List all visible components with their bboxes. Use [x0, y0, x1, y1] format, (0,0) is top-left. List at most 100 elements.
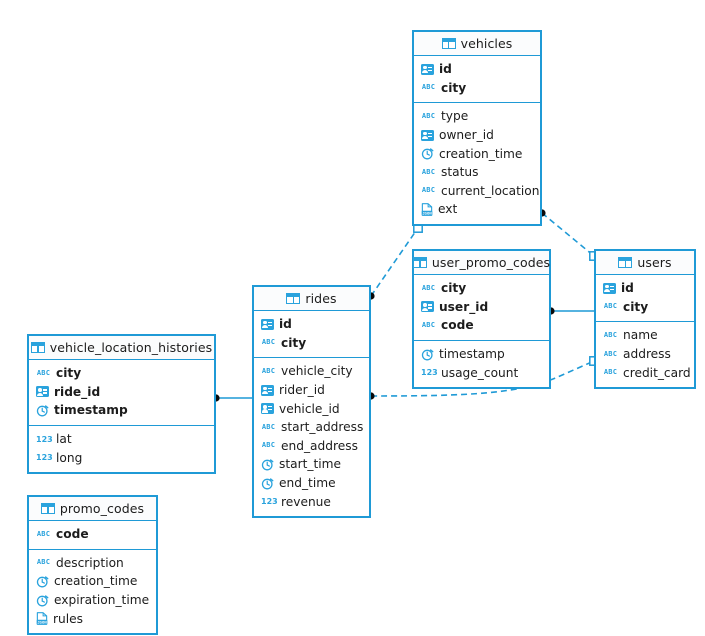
clock-icon [421, 348, 434, 361]
column-name: expiration_time [54, 593, 150, 608]
column-row[interactable]: ABC end_address [254, 437, 369, 456]
column-row[interactable]: ride_id [29, 383, 214, 402]
table-name: vehicles [460, 36, 513, 51]
svg-text:JSON: JSON [422, 211, 432, 216]
column-row[interactable]: user_id [414, 298, 549, 317]
table-grid-icon [618, 257, 633, 268]
table-grid-icon [30, 342, 45, 353]
abc-string-icon: ABC [421, 111, 436, 120]
column-name: current_location [441, 183, 540, 198]
column-name: revenue [281, 494, 331, 509]
abc-string-icon: ABC [603, 330, 618, 339]
column-row[interactable]: end_time [254, 474, 369, 493]
column-name: timestamp [54, 403, 128, 418]
abc-string-icon: ABC [261, 441, 276, 450]
column-row[interactable]: start_time [254, 455, 369, 474]
table-header[interactable]: promo_codes [29, 497, 156, 521]
column-name: user_id [439, 299, 489, 314]
clock-icon [261, 477, 274, 490]
table-header[interactable]: vehicle_location_histories [29, 336, 214, 360]
column-row[interactable]: creation_time [29, 572, 156, 591]
id-key-icon [421, 63, 434, 75]
table-header[interactable]: user_promo_codes [412, 251, 551, 275]
id-key-icon [261, 384, 274, 396]
table-grid-icon [40, 503, 55, 514]
id-key-icon [261, 403, 274, 415]
column-row[interactable]: expiration_time [29, 591, 156, 610]
json-icon: JSON [421, 203, 433, 216]
column-row[interactable]: rider_id [254, 381, 369, 400]
table-header[interactable]: vehicles [414, 32, 540, 56]
numeric-icon: 123 [36, 434, 53, 444]
column-row[interactable]: owner_id [414, 126, 540, 145]
abc-string-icon: ABC [603, 368, 618, 377]
id-key-icon [261, 318, 274, 330]
column-row[interactable]: id [254, 315, 369, 334]
clock-icon [36, 594, 49, 607]
table-grid-icon [441, 38, 456, 49]
id-key-icon [36, 386, 49, 398]
table-header[interactable]: rides [254, 287, 369, 311]
column-row[interactable]: ABC code [29, 525, 156, 544]
abc-string-icon: ABC [261, 366, 276, 375]
column-row[interactable]: creation_time [414, 144, 540, 163]
table-header[interactable]: users [596, 251, 694, 275]
column-name: description [56, 555, 124, 570]
relationship-upc-to-users[interactable] [547, 307, 594, 315]
column-row[interactable]: timestamp [29, 401, 214, 420]
abc-string-icon: ABC [261, 422, 276, 431]
column-row[interactable]: id [596, 279, 694, 298]
abc-string-icon: ABC [421, 320, 436, 329]
relationship-vlh-to-rides[interactable] [212, 394, 252, 402]
column-row[interactable]: vehicle_id [254, 399, 369, 418]
abc-string-icon: ABC [36, 529, 51, 538]
column-name: credit_card [623, 365, 691, 380]
column-name: start_time [279, 457, 342, 472]
column-name: usage_count [441, 365, 519, 380]
id-key-icon [421, 129, 434, 141]
clock-icon [36, 404, 49, 417]
column-name: id [439, 62, 452, 77]
clock-icon [261, 458, 274, 471]
column-name: end_address [281, 438, 358, 453]
column-name: status [441, 165, 479, 180]
column-name: code [56, 527, 89, 542]
column-row[interactable]: ABC credit_card [596, 363, 694, 382]
abc-string-icon: ABC [603, 302, 618, 311]
column-name: timestamp [439, 347, 505, 362]
column-row[interactable]: timestamp [414, 345, 549, 364]
column-row[interactable]: id [414, 60, 540, 79]
table-name: user_promo_codes [431, 255, 551, 270]
